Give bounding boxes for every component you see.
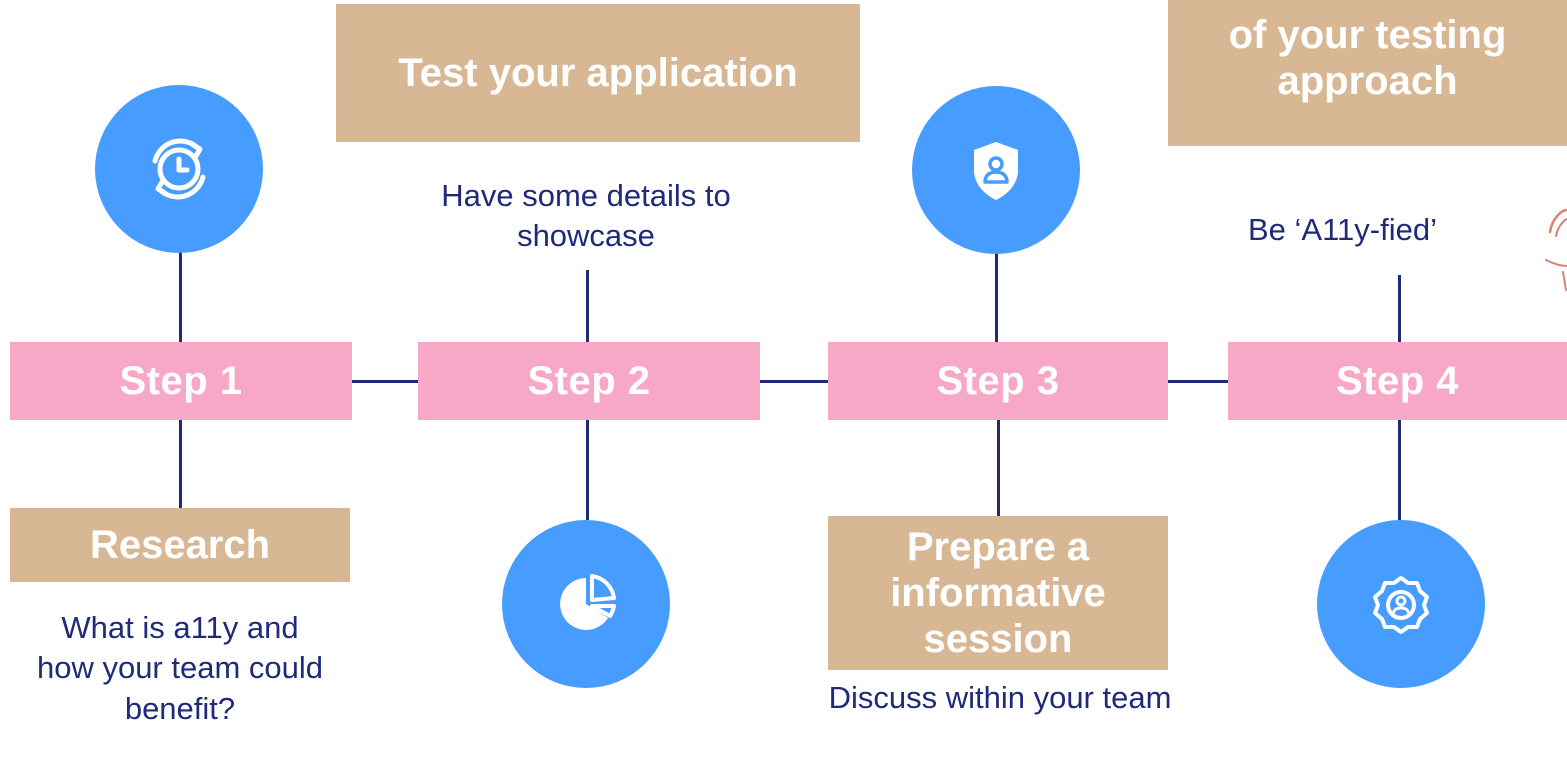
step-4-card: of your testing approach: [1168, 0, 1567, 146]
connector-step1-bottom: [179, 420, 182, 508]
connector-step4-bottom: [1398, 420, 1401, 520]
connector-step2-step3: [760, 380, 828, 383]
step-4-bar: Step 4: [1228, 342, 1567, 420]
step-2-card: Test your application: [336, 4, 860, 142]
decorative-sketch: [1522, 200, 1567, 310]
connector-step1-top: [179, 252, 182, 344]
step-2-bar: Step 2: [418, 342, 760, 420]
step-3-icon-circle: [912, 86, 1080, 254]
connector-step3-bottom: [997, 420, 1000, 516]
step-1-description: What is a11y and how your team could ben…: [36, 610, 324, 726]
connector-step3-top: [995, 252, 998, 344]
step-2-description: Have some details to showcase: [441, 178, 731, 254]
step-3-bar: Step 3: [828, 342, 1168, 420]
step-4-description: Be ‘A11y-fied’: [1248, 212, 1437, 247]
award-badge-icon: [1361, 564, 1441, 644]
connector-step4-top: [1398, 275, 1401, 345]
connector-step1-step2: [352, 380, 418, 383]
clock-refresh-icon: [139, 129, 219, 209]
pie-chart-icon: [546, 564, 626, 644]
step-2-icon-circle: [502, 520, 670, 688]
connector-step2-top: [586, 270, 589, 344]
step-3-card: Prepare a informative session: [828, 516, 1168, 670]
shield-user-icon: [956, 130, 1036, 210]
step-1-bar: Step 1: [10, 342, 352, 420]
step-1-card: Research: [10, 508, 350, 582]
connector-step2-bottom: [586, 420, 589, 520]
step-3-description: Discuss within your team: [828, 680, 1172, 715]
step-1-icon-circle: [95, 85, 263, 253]
step-4-icon-circle: [1317, 520, 1485, 688]
connector-step3-step4: [1168, 380, 1228, 383]
